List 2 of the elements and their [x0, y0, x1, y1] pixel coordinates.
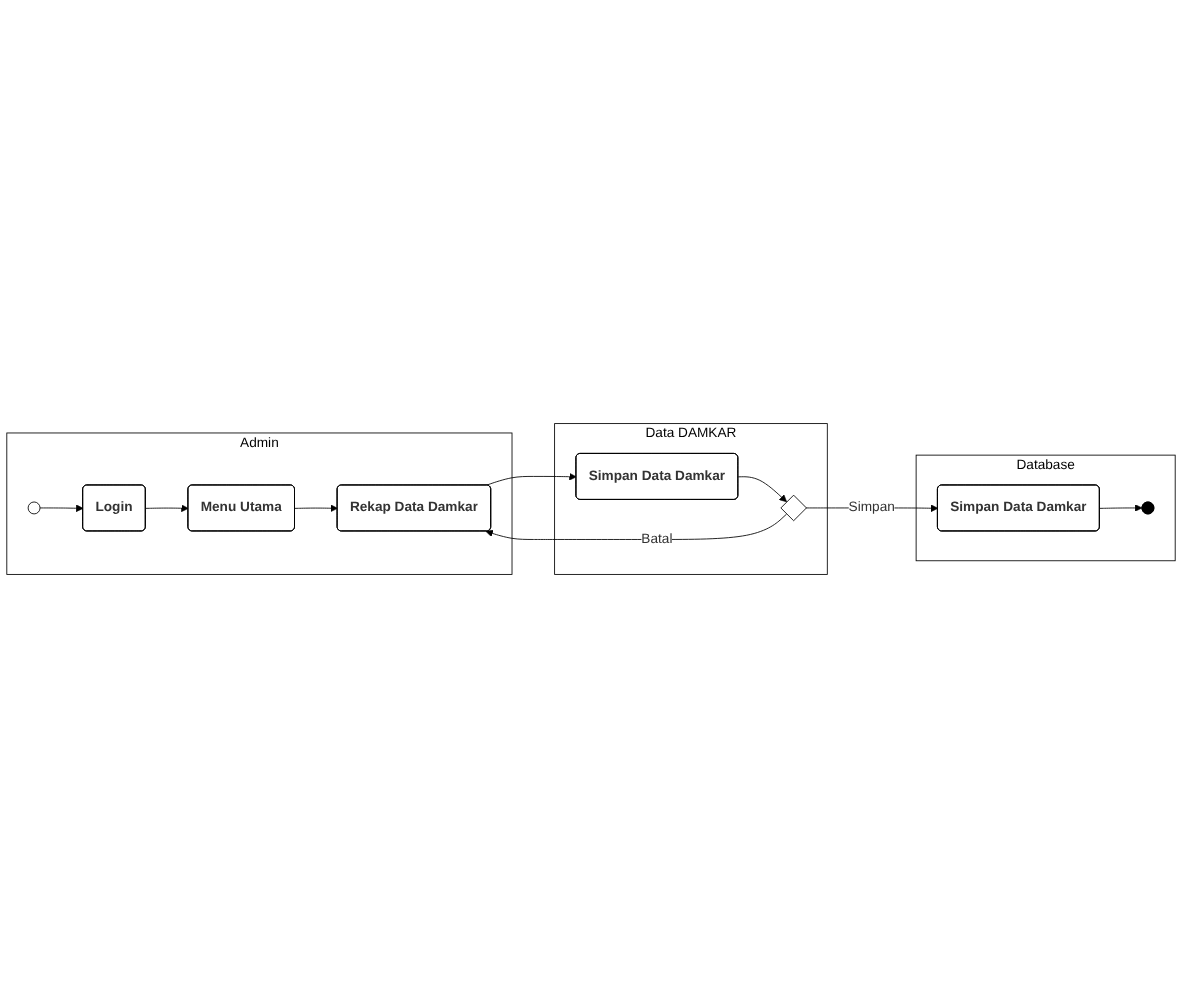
node-diamond — [780, 494, 807, 522]
node-circle — [27, 501, 41, 515]
